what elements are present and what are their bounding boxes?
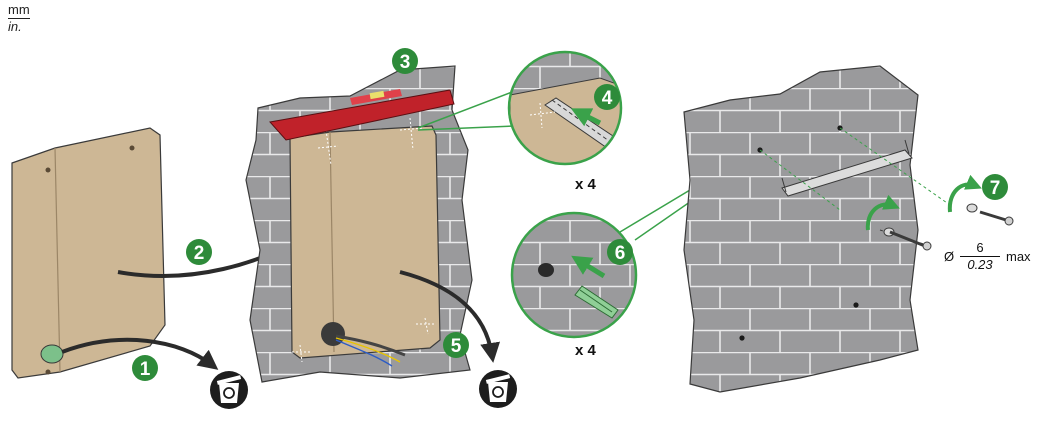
plug-count: x 4: [575, 342, 596, 359]
cable-entry: [321, 322, 345, 346]
backplate-panel: [11, 127, 166, 379]
drill-count: x 4: [575, 176, 596, 193]
step-number: 2: [194, 243, 205, 264]
step-number: 3: [400, 52, 411, 73]
step-number: 6: [615, 243, 626, 264]
step-number: 5: [451, 336, 462, 357]
step-badge-4: 4: [594, 84, 620, 110]
recycle-bin-icon: [210, 371, 248, 409]
knockout-plug: [40, 344, 64, 364]
diameter-max: max: [1006, 249, 1031, 264]
step-badge-3: 3: [392, 48, 418, 74]
step-number: 4: [602, 88, 613, 109]
diameter-fraction: 6 0.23: [960, 240, 1000, 273]
step-badge-7: 7: [982, 174, 1008, 200]
diameter-symbol: Ø: [944, 249, 955, 264]
step-number: 1: [140, 359, 151, 380]
washer-screw-assembly: [947, 174, 1014, 226]
step-badge-2: 2: [186, 239, 212, 265]
diameter-in: 0.23: [960, 256, 1000, 273]
drill-detail: [507, 50, 623, 166]
unit-mm: mm: [8, 2, 30, 17]
mounting-bracket: [781, 149, 913, 197]
diameter-mm: 6: [976, 240, 984, 255]
step-badge-5: 5: [443, 332, 469, 358]
backplate-mounted: [289, 125, 441, 359]
step-number: 7: [990, 178, 1001, 199]
step-badge-1: 1: [132, 355, 158, 381]
wall-with-bracket: [683, 65, 951, 393]
discard-arrow: [61, 337, 219, 370]
recycle-bin-icon: [479, 370, 517, 408]
units-legend: mm in.: [8, 2, 30, 35]
step-badge-6: 6: [607, 239, 633, 265]
plug-detail: [510, 211, 638, 339]
screw-icon: [889, 230, 926, 248]
remove-plate-arrow: [399, 270, 501, 363]
spirit-level-icon: [269, 89, 455, 141]
unit-inch: in.: [8, 18, 30, 35]
wall-with-backplate: [245, 65, 473, 383]
